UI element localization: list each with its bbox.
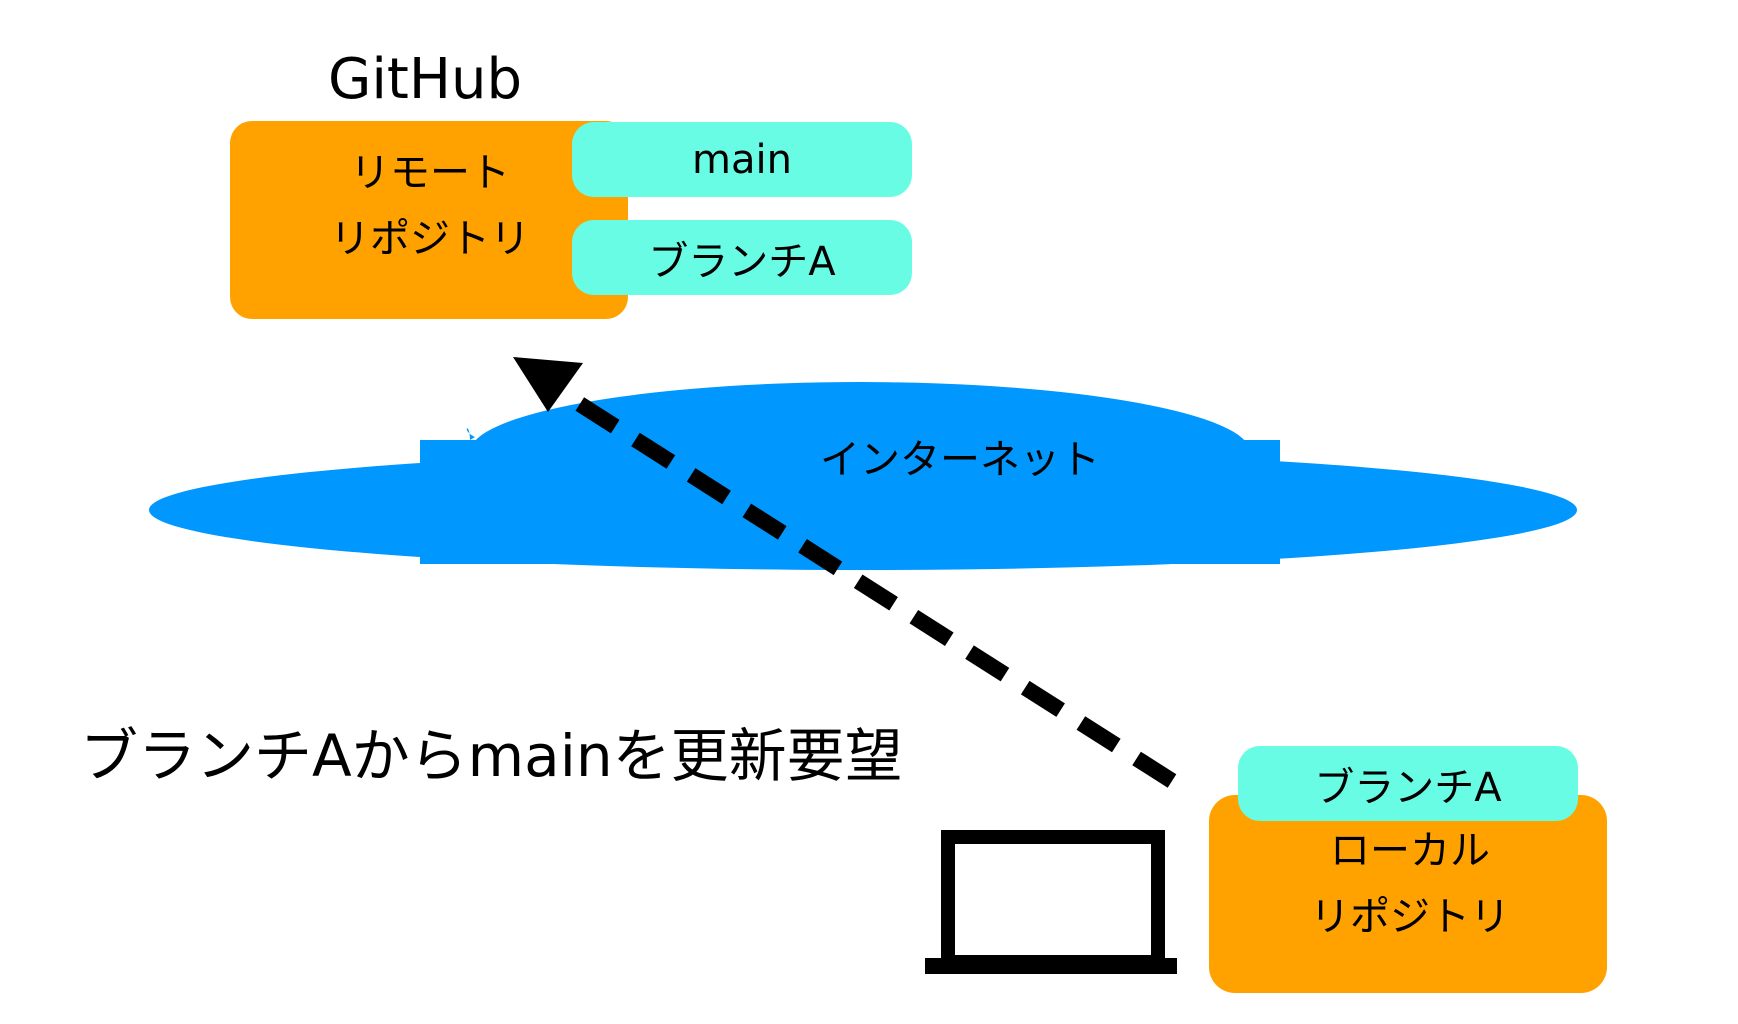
laptop-icon	[925, 830, 1177, 974]
internet-cloud	[149, 382, 1577, 570]
remote-branch-a: ブランチA	[572, 220, 912, 295]
remote-repository-label-line1: リモート	[350, 150, 510, 196]
laptop-base	[925, 958, 1177, 974]
local-branch-a: ブランチA	[1238, 746, 1578, 821]
internet-label: インターネット	[820, 437, 1100, 483]
cloud-center-fill	[420, 440, 1280, 564]
remote-repository-label-line2: リポジトリ	[330, 216, 530, 262]
arrow-head-icon	[513, 357, 583, 412]
remote-branch-main: main	[572, 122, 912, 197]
local-repository-box	[1209, 795, 1607, 993]
push-arrow	[513, 357, 1177, 788]
github-title: GitHub	[327, 47, 523, 112]
update-request-text: ブランチAからmainを更新要望	[80, 722, 903, 790]
laptop-screen	[941, 830, 1165, 969]
local-repository-label-line2: リポジトリ	[1310, 894, 1510, 940]
local-repository-label-line1: ローカル	[1330, 828, 1490, 874]
remote-repository-label: リモート リポジトリ	[260, 140, 600, 272]
local-repository-label: ローカル リポジトリ	[1240, 818, 1580, 950]
dashed-arrow-line	[570, 394, 1177, 788]
remote-repository-box	[230, 121, 628, 319]
